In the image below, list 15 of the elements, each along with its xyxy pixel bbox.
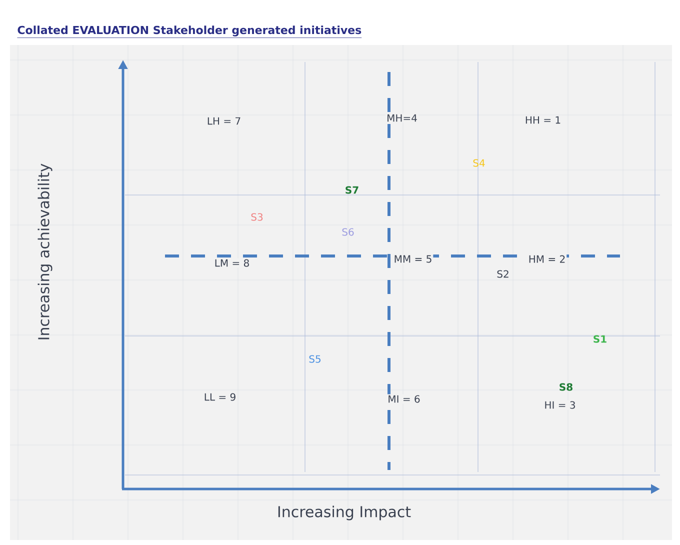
- quadrant-label: HI = 3: [543, 400, 577, 410]
- initiative-label: S2: [497, 270, 508, 278]
- initiative-label: S4: [473, 159, 485, 167]
- initiative-label: S8: [560, 383, 572, 391]
- initiative-label: S3: [251, 213, 263, 221]
- initiative-label: S5: [309, 355, 320, 363]
- axis-label: Increasing Impact: [278, 506, 411, 520]
- initiative-label: S1: [594, 335, 606, 343]
- initiative-label: S6: [342, 228, 354, 236]
- quadrant-label: LL = 9: [202, 392, 238, 402]
- initiative-label: S7: [346, 186, 358, 194]
- quadrant-label: MI = 6: [386, 394, 422, 404]
- title: Collated EVALUATION Stakeholder generated initiatives: [17, 26, 362, 38]
- axis-label: Increasing achievability: [38, 164, 52, 340]
- quadrant-label: LM = 8: [213, 258, 251, 268]
